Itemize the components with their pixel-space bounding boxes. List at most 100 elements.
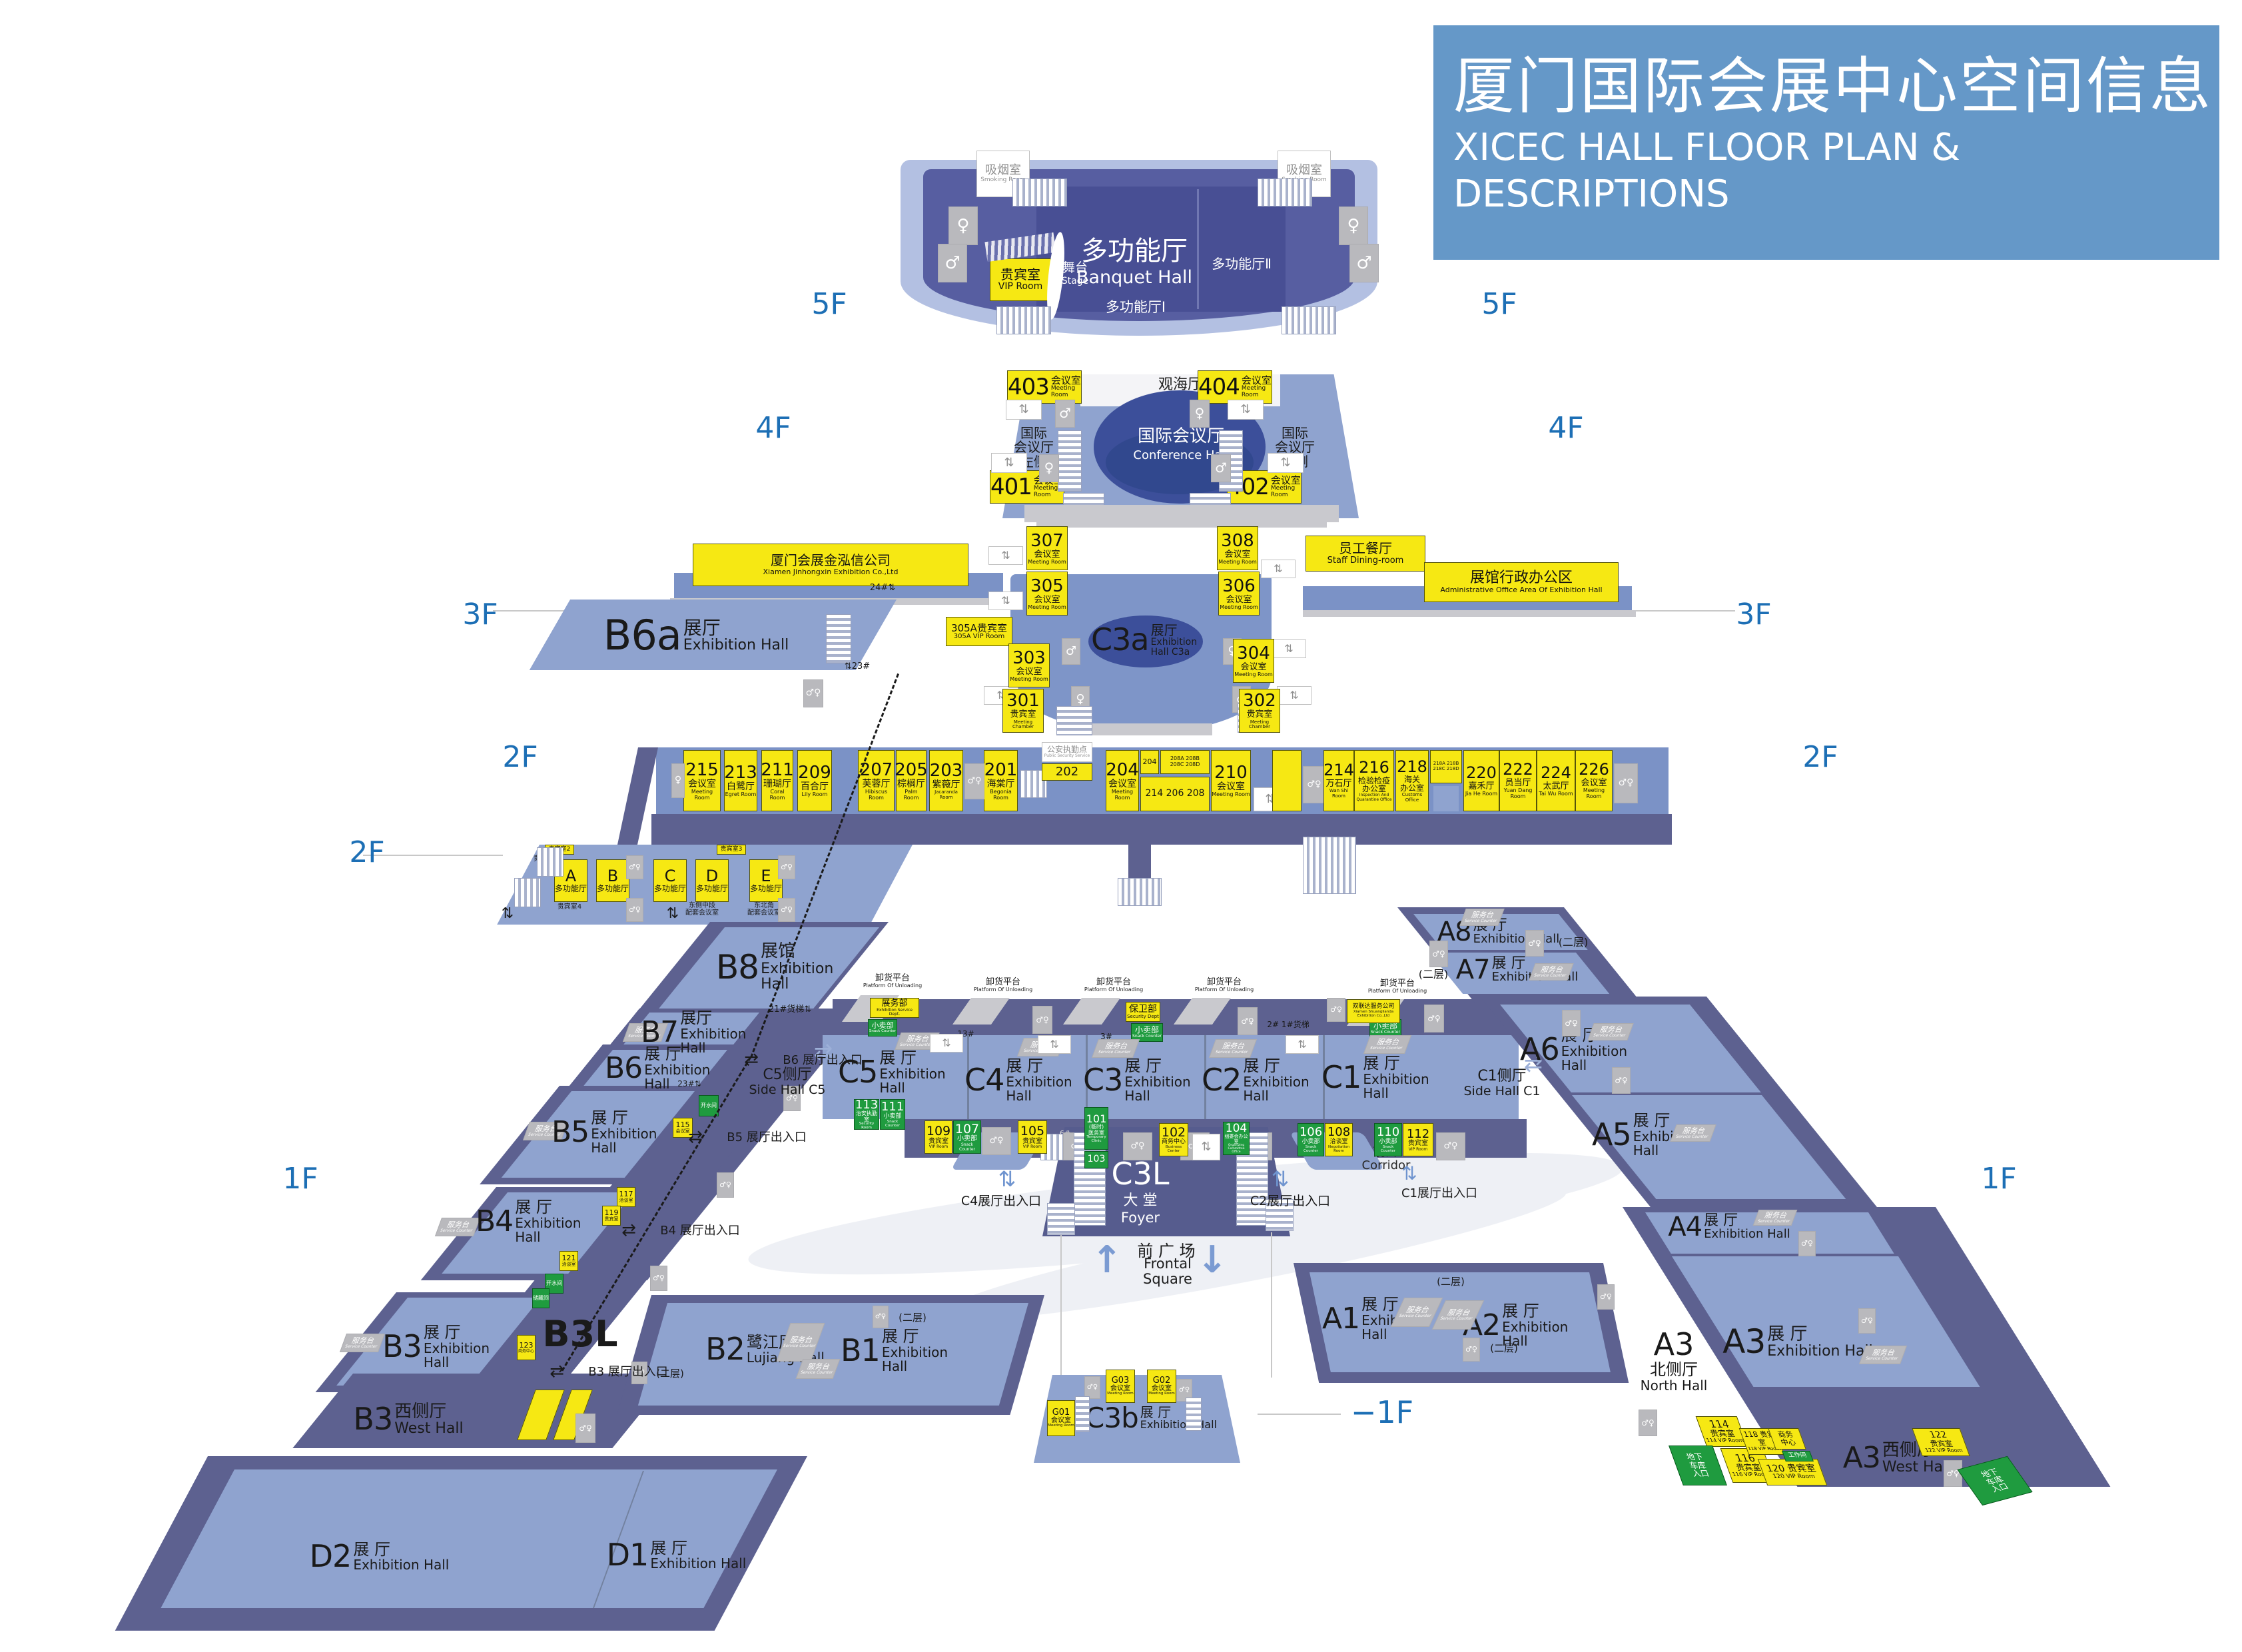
f2-toilet-left-end: ♀ bbox=[671, 763, 685, 798]
c-toilet-row-6-text-0: ♂♀ bbox=[1443, 1140, 1458, 1151]
security-dept-text-1: Security Dept bbox=[1127, 1013, 1159, 1019]
room-114-vip-text-0: 114 bbox=[1707, 1418, 1731, 1431]
c3a-elev-l2: ⇅ bbox=[988, 592, 1023, 610]
unload-label-5-text-0: 卸货平台 bbox=[1379, 978, 1415, 989]
hall-c5-title-zh: 展 厅 bbox=[879, 1048, 917, 1068]
frontal-square-zh: 前 广 场 bbox=[1123, 1242, 1210, 1262]
label-23-elev: 23#⇅ bbox=[666, 1078, 713, 1090]
hall-d1-title-big: D1 bbox=[606, 1537, 649, 1573]
serv-a12-2-text-0: 服务台 bbox=[1446, 1308, 1473, 1317]
sl-toilet: ♂♀ bbox=[1327, 998, 1345, 1022]
hall-d2-title-en: Exhibition Hall bbox=[353, 1557, 450, 1573]
f5-smoking-right-text-0: 吸烟室 bbox=[1286, 163, 1322, 178]
floor-label-5f-left: 5F bbox=[799, 288, 859, 321]
room-404-big: 404 bbox=[1198, 373, 1240, 400]
hline-minus1f bbox=[1258, 1414, 1341, 1415]
b6a-toilet: ♂♀ bbox=[803, 679, 823, 707]
room-115-text-1: 会议室 bbox=[675, 1128, 690, 1134]
c3b-toilet-2-text-0: ♂♀ bbox=[1178, 1386, 1190, 1394]
c3a-elev-r2-text-0: ⇅ bbox=[1284, 642, 1294, 655]
unload-label-3-text-1: Platform Of Unloading bbox=[1084, 986, 1144, 993]
unload-label-4-text-1: Platform Of Unloading bbox=[1194, 986, 1254, 993]
a3-workroom: 工作间 bbox=[1782, 1451, 1814, 1461]
hall-b5-title-zh: 展 厅 bbox=[591, 1108, 628, 1128]
room-g02-text-2: Meeting Room bbox=[1148, 1392, 1175, 1396]
mf-room-b-text-0: B bbox=[607, 866, 619, 885]
serv-a8-text-0: 服务台 bbox=[1470, 910, 1496, 919]
room-102-text-1: 商务中心 bbox=[1161, 1138, 1186, 1146]
room-222-text-1: 员当厅 bbox=[1505, 778, 1531, 789]
mf-room-d-text-0: D bbox=[705, 866, 719, 885]
room-308-text-1: 会议室 bbox=[1224, 549, 1251, 560]
room-111-text-1: 小卖部 bbox=[883, 1112, 902, 1120]
f5-banquet-hall bbox=[1036, 187, 1286, 312]
serv-b21-2-text-1: Service Counter bbox=[799, 1370, 834, 1375]
room-215-text-0: 215 bbox=[685, 759, 719, 780]
toilet-a12-1: ♂♀ bbox=[1463, 1338, 1480, 1362]
entrance-c1-label: C1展厅出入口 bbox=[1383, 1186, 1496, 1202]
room-203-text-1: 紫薇厅 bbox=[932, 779, 960, 790]
f2-toilet-left-end-text-0: ♀ bbox=[674, 775, 682, 786]
f2-yellow-blank bbox=[1272, 750, 1302, 811]
room-g01-text-1: 会议室 bbox=[1051, 1416, 1071, 1424]
entrance-b3-label-text-0: B3 展厅出入口 bbox=[588, 1365, 668, 1380]
snack-c3-top-text-1: Snack Counter bbox=[1132, 1034, 1162, 1039]
b3-west-toilet-text-0: ♂♀ bbox=[579, 1423, 592, 1433]
hall-b1-title-big: B1 bbox=[841, 1332, 881, 1369]
floor-label-2f-right-text-0: 2F bbox=[1802, 740, 1838, 775]
unload-label-1-text-1: Platform Of Unloading bbox=[863, 982, 923, 989]
security-dept-text-0: 保卫部 bbox=[1129, 1003, 1157, 1015]
room-213-text-1: 白鹭厅 bbox=[727, 781, 755, 793]
serv-b4-text-1: Service Counter bbox=[439, 1228, 474, 1233]
f5-hall2-label-text-0: 多功能厅Ⅱ bbox=[1212, 256, 1272, 272]
hall-b3-title-en: Exhibition Hall bbox=[423, 1340, 490, 1370]
room-403-en: Meeting Room bbox=[1050, 385, 1076, 398]
room-103: 103 bbox=[1084, 1151, 1108, 1168]
a3-north-title-text-1: 北侧厅 bbox=[1650, 1360, 1698, 1380]
hall-d2-title-big: D2 bbox=[309, 1538, 352, 1575]
serv-a4-text-0: 服务台 bbox=[1763, 1210, 1789, 1220]
room-202: 202 bbox=[1042, 763, 1092, 781]
label-2f-b1: (二层) bbox=[893, 1311, 933, 1324]
entrance-c4-arrows: ⇅ bbox=[992, 1167, 1022, 1191]
room-403-big: 403 bbox=[1008, 373, 1050, 400]
room-109-text-0: 109 bbox=[926, 1124, 951, 1139]
entrance-c2-label: C2展厅出入口 bbox=[1234, 1192, 1347, 1210]
room-105-text-2: VIP Room bbox=[1022, 1144, 1042, 1150]
toilet-a3-2-text-0: ♂♀ bbox=[1801, 1239, 1813, 1248]
side-hall-c1-label-text-1: Side Hall C1 bbox=[1463, 1083, 1541, 1098]
label-21-elev: 21#货梯⇅ bbox=[750, 1003, 830, 1017]
c-elev-2-text-0: ⇅ bbox=[1050, 1038, 1059, 1051]
hline-2f-left bbox=[363, 855, 503, 856]
room-110-text-1: 小卖部 bbox=[1379, 1138, 1397, 1145]
mf-room-b-text-1: 多功能厅 bbox=[597, 884, 629, 894]
hall-c3-title-en: Exhibition Hall bbox=[1124, 1073, 1191, 1104]
f4-toilet-2-text-0: ♀ bbox=[1194, 405, 1205, 422]
serv-c3-text-0: 服务台 bbox=[1104, 1041, 1130, 1050]
mf-toilet-3: ♂♀ bbox=[778, 855, 795, 879]
arrows-c1-side-text-0: ⇄ bbox=[1523, 1050, 1543, 1077]
c-toilet-top-3-text-0: ♂♀ bbox=[1427, 1013, 1441, 1023]
f4-conf-zh: 国际会议厅 bbox=[1111, 426, 1251, 446]
